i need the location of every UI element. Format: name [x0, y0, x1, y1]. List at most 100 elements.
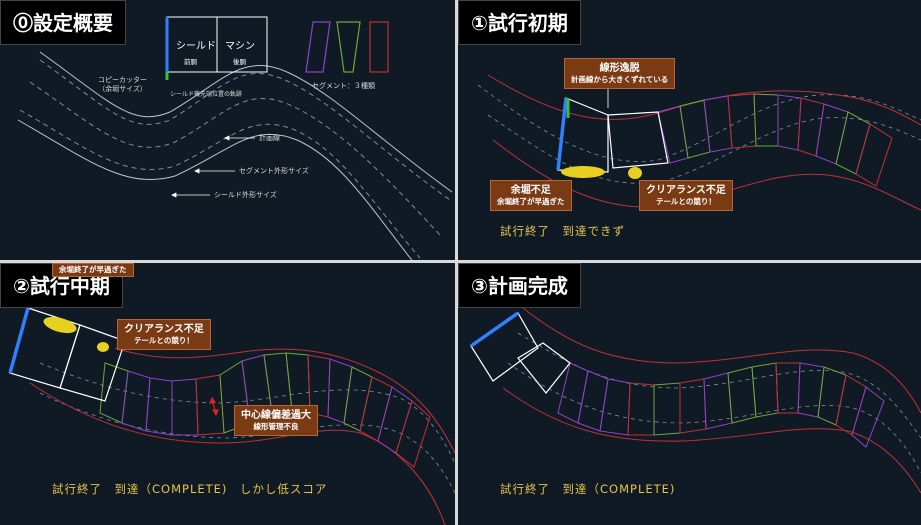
- overcut-highlight: [561, 166, 605, 178]
- segment-ring: [395, 400, 431, 468]
- shield-label: シールド: [176, 41, 216, 52]
- clearance-highlight: [628, 167, 642, 179]
- callout-center-sub: 線形管理不良: [253, 422, 299, 431]
- panel-title: ③計画完成: [458, 263, 581, 308]
- segment-ring: [195, 374, 225, 436]
- shield-rear-body: [517, 342, 571, 394]
- trial-status: 試行終了 到達（COMPLETE) しかし低スコア: [52, 482, 328, 496]
- arrow-plan-line-head: [224, 135, 230, 141]
- segment-ring: [855, 123, 893, 187]
- plan-line-upper: [517, 332, 921, 439]
- trial-status: 試行終了 到達できず: [500, 224, 625, 238]
- plan-line-upper: [39, 362, 455, 464]
- panel-plan-complete: ③計画完成 試行終了 到達（COMPLET: [458, 263, 921, 525]
- callout-overcut-partial: 余堀終了が早過ぎた: [52, 263, 134, 277]
- segment-ring: [753, 93, 779, 147]
- trial-status: 試行終了 到達（COMPLETE): [500, 482, 676, 496]
- shield-rear-body: [59, 324, 126, 402]
- trajectory-line-lower: [19, 109, 421, 259]
- segment-ring: [751, 362, 779, 418]
- machine-sub-label: 後胴: [233, 58, 246, 66]
- machine-box: [216, 16, 268, 73]
- segment-ring: [851, 386, 885, 448]
- wall-upper: [114, 347, 455, 454]
- segment-ring: [285, 352, 311, 414]
- arrow-segment-outer-head: [194, 168, 200, 174]
- cutter-face: [556, 97, 568, 171]
- callout-overcut-sub: 余堀終了が早過ぎた: [497, 197, 565, 206]
- shield-outer-upper: [39, 51, 453, 193]
- callout-clearance: クリアランス不足 テールとの競り！: [117, 319, 211, 350]
- overcut-highlight: [43, 316, 77, 334]
- segment-green-icon: [336, 21, 361, 73]
- segment-ring: [121, 370, 151, 432]
- callout-deviation: 線形逸脱 計画線から大きくずれている: [564, 58, 676, 89]
- segment-ring-group: [557, 362, 885, 448]
- plan-line-lower: [39, 392, 455, 494]
- segment-ring: [577, 370, 609, 432]
- callout-clearance-sub: テールとの競り！: [655, 197, 716, 206]
- plan-line-lower: [487, 114, 921, 184]
- segment-ring: [727, 93, 757, 149]
- cutter-face: [8, 307, 30, 374]
- setup-diagram: [17, 16, 453, 260]
- shield-sub-label: 前胴: [184, 58, 197, 66]
- cutter-face: [469, 311, 520, 348]
- segment-ring: [777, 94, 802, 151]
- plan-complete-diagram: [469, 307, 921, 494]
- segment-ring: [377, 386, 413, 454]
- wall-lower: [492, 139, 921, 211]
- callout-overcut: 余堀不足 余堀終了が早過ぎた: [490, 180, 572, 211]
- mid-trial-diagram: [8, 307, 455, 525]
- plan-line-upper: [477, 84, 921, 162]
- arrow-shield-outer-head: [171, 192, 177, 198]
- wall-lower: [502, 387, 921, 494]
- segment-ring: [599, 378, 631, 436]
- machine-label: マシン: [225, 41, 255, 52]
- segment-ring: [359, 376, 393, 442]
- early-trial-diagram: [477, 74, 921, 211]
- segment-purple-icon: [305, 21, 331, 73]
- shield-rear-body: [607, 111, 669, 169]
- segment-ring: [343, 366, 373, 432]
- segment-ring: [145, 377, 173, 436]
- callout-clearance-title: クリアランス不足: [124, 324, 204, 335]
- shield-outer-lower: [17, 119, 413, 260]
- segment-ring-group: [657, 93, 893, 187]
- wall-lower: [29, 382, 446, 525]
- plan-line-label: 計画線: [259, 134, 280, 142]
- trajectory-line-upper: [39, 59, 451, 201]
- clearance-highlight: [97, 342, 109, 352]
- segment-ring: [835, 374, 867, 436]
- panel-title: ⓪設定概要: [0, 0, 126, 45]
- shield-outer-label: シールド外形サイズ: [214, 191, 277, 199]
- trajectory-label: シールド機先端位置の軌跡: [170, 91, 243, 98]
- segment-red-icon: [369, 21, 389, 73]
- callout-center-title: 中心線偏差過大: [241, 410, 311, 421]
- segment-types-label: セグメント：３種類: [312, 82, 375, 90]
- segment-ring: [653, 382, 681, 436]
- segment-ring: [263, 352, 293, 414]
- panel-mid-trial: ②試行中期: [0, 263, 455, 525]
- callout-clearance: クリアランス不足 テールとの競り！: [639, 180, 733, 211]
- segment-ring: [99, 362, 129, 424]
- segment-ring: [703, 95, 733, 153]
- deviation-arrow-head-bottom: [211, 409, 219, 417]
- callout-clearance-title: クリアランス不足: [646, 185, 726, 196]
- panel-early-trial: ①試行初期 線形逸脱 計画線から大きくず: [458, 0, 921, 260]
- segment-ring: [703, 372, 733, 430]
- segment-ring: [171, 378, 199, 436]
- trajectory-line-mid: [29, 81, 441, 236]
- segment-ring: [627, 382, 655, 436]
- plan-line-lower: [507, 362, 921, 474]
- callout-overcut-title: 余堀不足: [510, 185, 551, 196]
- callout-clearance-sub: テールとの競り！: [133, 336, 194, 345]
- callout-deviation-sub: 計画線から大きくずれている: [571, 75, 669, 84]
- segment-outer-label: セグメント外形サイズ: [239, 167, 309, 175]
- panel-title: ①試行初期: [458, 0, 581, 45]
- wall-upper: [522, 307, 921, 414]
- deviation-arrow-head-top: [209, 396, 217, 404]
- segment-ring: [775, 362, 801, 414]
- callout-deviation-title: 線形逸脱: [599, 63, 640, 74]
- callout-center-deviation: 中心線偏差過大 線形管理不良: [234, 405, 318, 436]
